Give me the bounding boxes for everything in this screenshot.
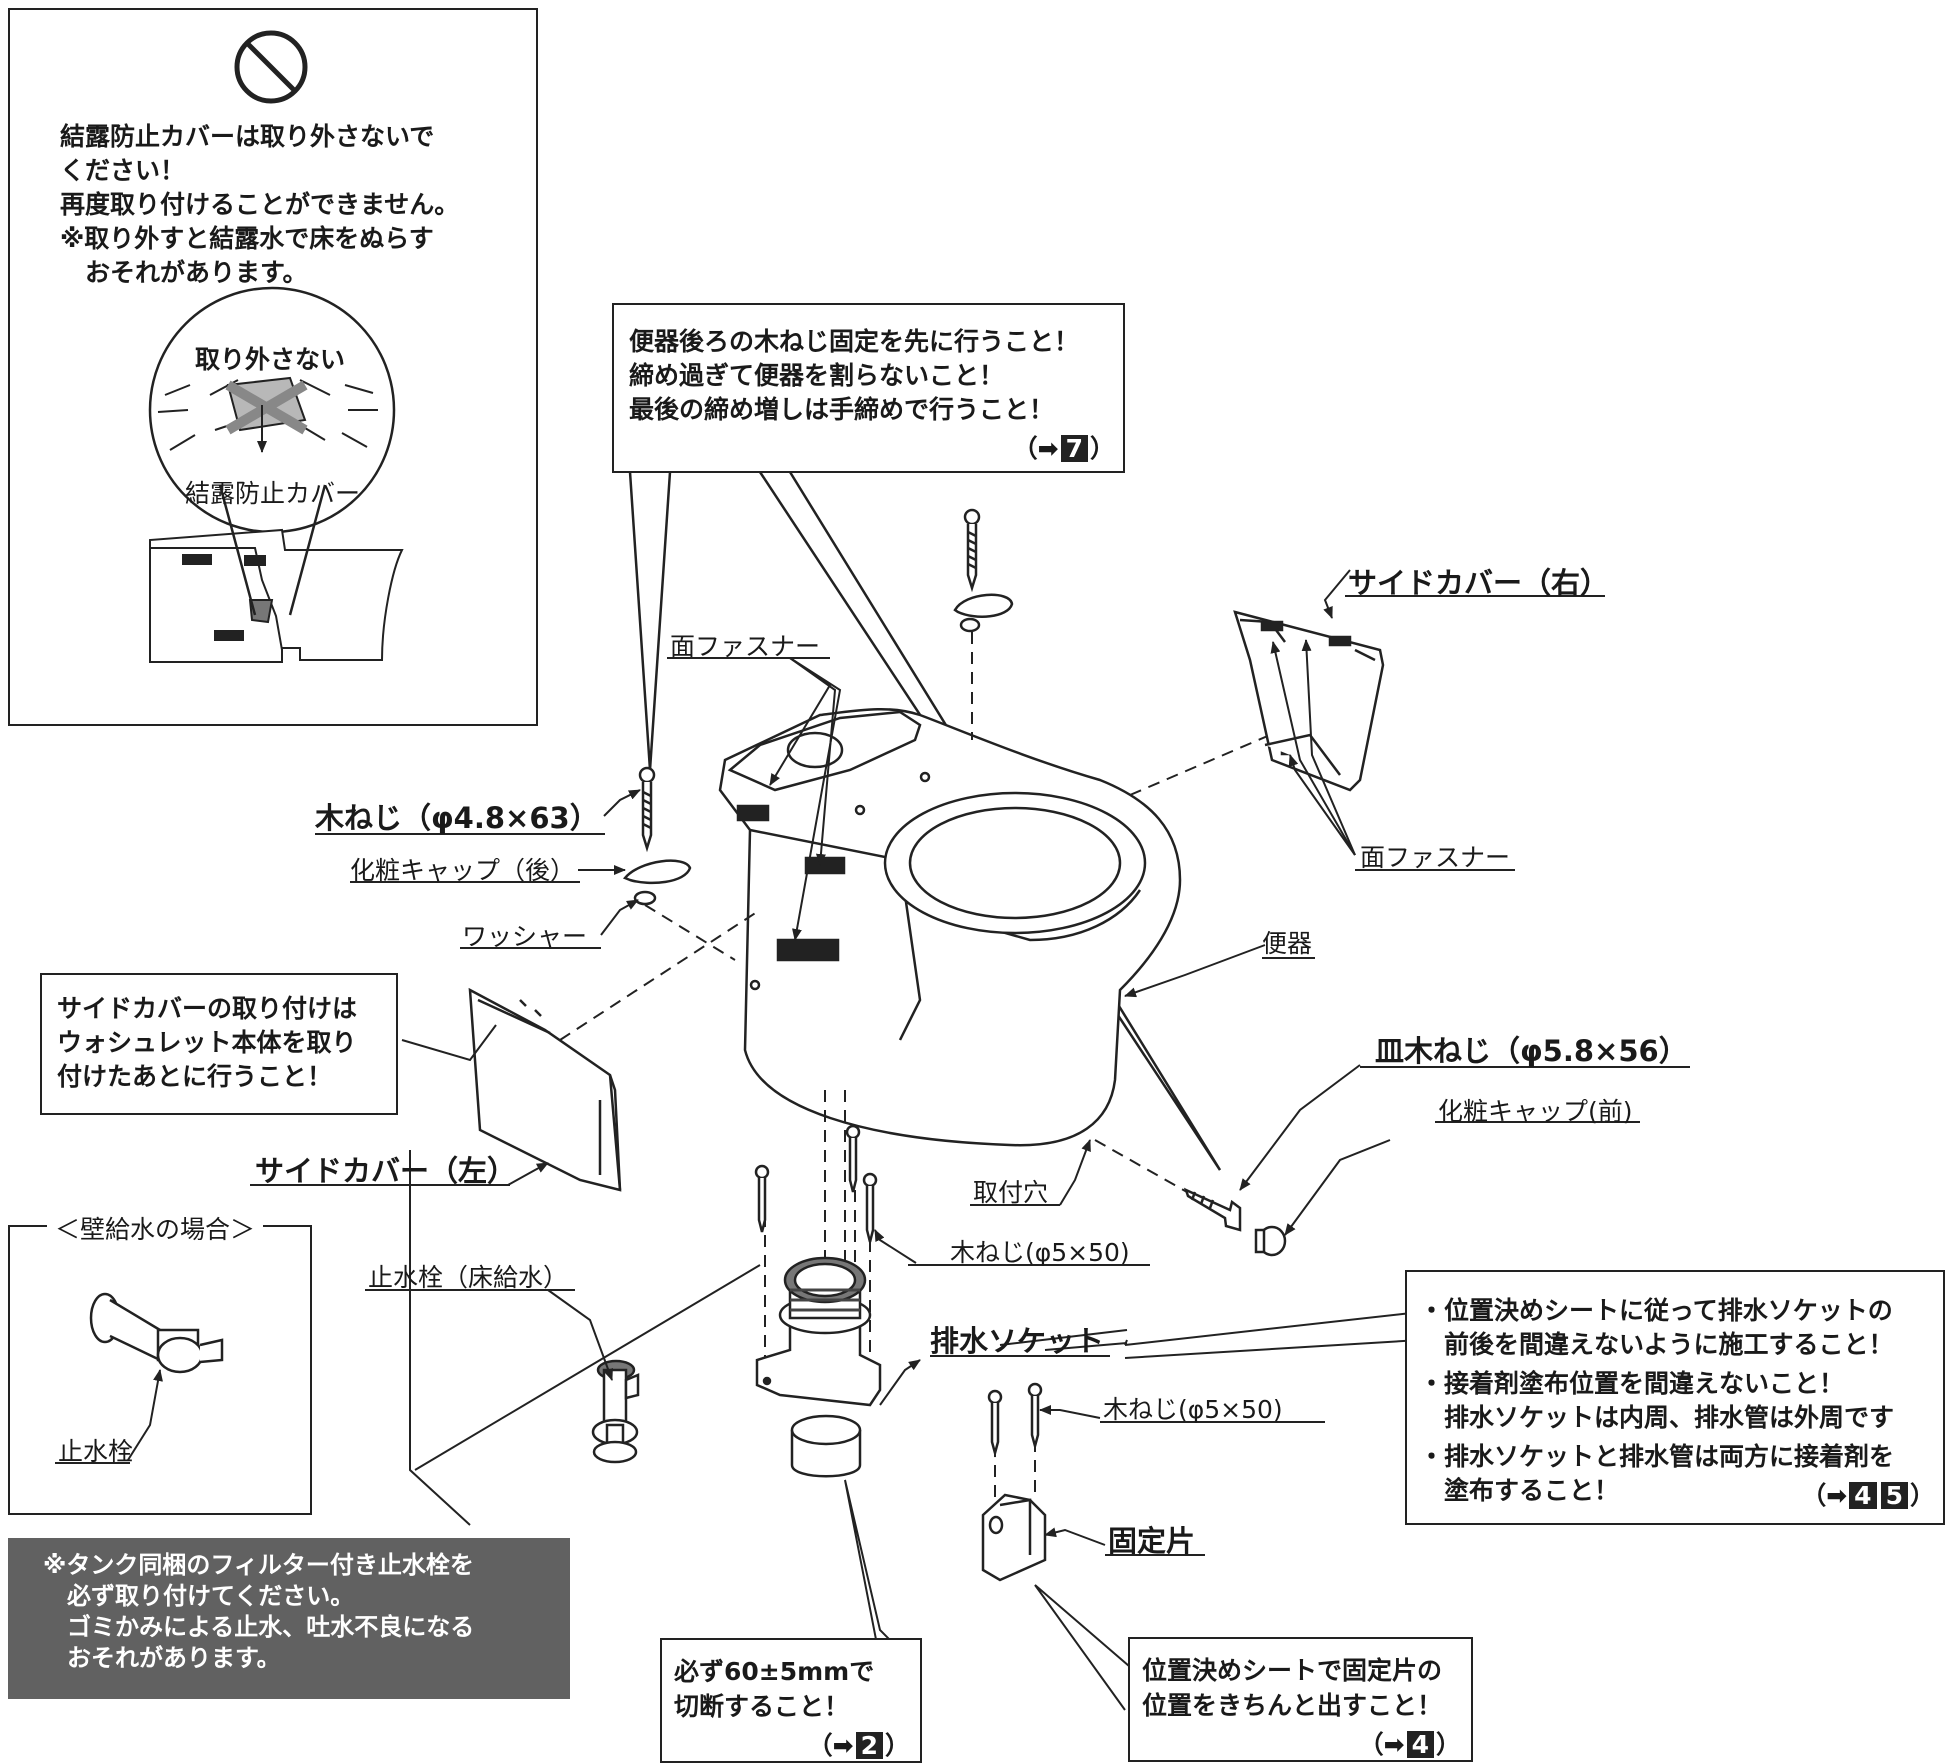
screw-note-box: 便器後ろの木ねじ固定を先に行うこと！ 締め過ぎて便器を割らないこと！ 最後の締め… xyxy=(612,303,1125,473)
filter-note-line-2: 必ず取り付けてください。 xyxy=(43,1582,355,1610)
cut-note-ref: （➡2） xyxy=(807,1731,910,1760)
rear-screw-assembly xyxy=(622,766,692,906)
top-screw-assembly xyxy=(953,508,1014,633)
drain-note-line-4: 排水ソケットは内周、排水管は外周です xyxy=(1419,1403,1895,1432)
drain-note-line-5: ・排水ソケットと排水管は両方に接着剤を xyxy=(1419,1442,1895,1471)
wood-screw-block-label: 木ねじ(φ5×50) xyxy=(1103,1395,1283,1424)
step-4-badge: 4 xyxy=(1406,1731,1434,1758)
side-cover-note-line-2: ウォシュレット本体を取り xyxy=(57,1028,357,1057)
arrow-icon: ➡ xyxy=(1037,434,1059,463)
side-cover-note-line-1: サイドカバーの取り付けは xyxy=(57,994,358,1023)
filter-note-line-1: ※タンク同梱のフィルター付き止水栓を xyxy=(43,1551,474,1579)
socket-screws xyxy=(754,1124,878,1243)
cut-note-line-1: 必ず60±5mmで xyxy=(674,1657,875,1686)
side-cover-left-label: サイドカバー（左） xyxy=(255,1154,517,1188)
pan-screw xyxy=(1183,1187,1242,1232)
callout-tails xyxy=(401,1024,1421,1711)
wall-supply-title: ＜壁給水の場合＞ xyxy=(47,1210,264,1246)
stop-valve-floor-label: 止水栓（床給水） xyxy=(368,1263,569,1292)
warning-line-4: ※取り外すと結露水で床をぬらす xyxy=(60,224,434,253)
drain-note-line-2: 前後を間違えないように施工すること！ xyxy=(1419,1330,1894,1359)
step-4-badge: 4 xyxy=(1849,1482,1877,1509)
fixing-block-label: 固定片 xyxy=(1108,1524,1196,1558)
wall-supply-box xyxy=(8,1225,312,1515)
warning-line-3: 再度取り付けることができません。 xyxy=(60,190,460,219)
drain-note-box: ・位置決めシートに従って排水ソケットの 前後を間違えないように施工すること！ ・… xyxy=(1405,1270,1945,1525)
arrow-icon: ➡ xyxy=(1826,1481,1848,1510)
toilet-bowl xyxy=(718,708,1182,1147)
warning-line-2: ください！ xyxy=(60,156,186,185)
filter-note-line-4: おそれがあります。 xyxy=(43,1644,281,1672)
warning-line-5: おそれがあります。 xyxy=(60,258,308,287)
block-note-ref: （➡4） xyxy=(1358,1730,1461,1759)
block-note-box: 位置決めシートで固定片の 位置をきちんと出すこと！ （➡4） xyxy=(1128,1637,1473,1762)
block-screws xyxy=(987,1382,1043,1458)
step-5-badge: 5 xyxy=(1880,1482,1908,1509)
drain-note-line-1: ・位置決めシートに従って排水ソケットの xyxy=(1419,1296,1893,1325)
front-cap xyxy=(1254,1225,1287,1257)
block-note-line-2: 位置をきちんと出すこと！ xyxy=(1142,1691,1443,1720)
do-not-remove-label: 取り外さない xyxy=(195,345,346,374)
drain-note-line-3: ・接着剤塗布位置を間違えないこと！ xyxy=(1419,1369,1845,1398)
side-cover-note-box: サイドカバーの取り付けは ウォシュレット本体を取り 付けたあとに行うこと！ xyxy=(40,973,398,1115)
label-underlines xyxy=(55,595,1690,1556)
condensation-cover-label: 結露防止カバー xyxy=(185,479,361,508)
drain-pipe xyxy=(790,1414,862,1478)
fastener-top-label: 面ファスナー xyxy=(670,632,821,661)
wall-stop-valve xyxy=(89,1292,224,1374)
arrow-icon: ➡ xyxy=(1383,1730,1405,1759)
step-2-badge: 2 xyxy=(855,1732,883,1759)
filter-note-box: ※タンク同梱のフィルター付き止水栓を 必ず取り付けてください。 ゴミかみによる止… xyxy=(8,1538,570,1699)
cut-note-box: 必ず60±5mmで 切断すること！ （➡2） xyxy=(660,1638,922,1763)
leader-lines xyxy=(127,569,1391,1546)
pan-screw-label: 皿木ねじ（φ5.8×56） xyxy=(1375,1034,1688,1068)
screw-note-line-3: 最後の締め増しは手締めで行うこと！ xyxy=(629,395,1055,424)
side-cover-note-line-3: 付けたあとに行うこと！ xyxy=(57,1062,333,1091)
block-note-line-1: 位置決めシートで固定片の xyxy=(1142,1656,1443,1685)
drain-note-line-6: 塗布すること！ xyxy=(1419,1476,1620,1505)
wood-screw-socket-label: 木ねじ(φ5×50) xyxy=(950,1238,1130,1267)
mount-hole-label: 取付穴 xyxy=(973,1178,1049,1207)
step-7-badge: 7 xyxy=(1060,435,1088,462)
arrow-icon: ➡ xyxy=(832,1731,854,1760)
screw-note-line-1: 便器後ろの木ねじ固定を先に行うこと！ xyxy=(629,327,1080,356)
cap-front-label: 化粧キャップ(前) xyxy=(1438,1097,1633,1126)
floor-stop-valve xyxy=(591,1359,640,1464)
drain-socket-label: 排水ソケット xyxy=(930,1324,1105,1358)
side-cover-left xyxy=(468,987,622,1192)
prohibition-icon xyxy=(234,30,308,104)
fixing-block xyxy=(981,1493,1047,1582)
washer-label: ワッシャー xyxy=(462,922,588,951)
condensation-cover-detail xyxy=(148,286,404,663)
cap-rear-label: 化粧キャップ（後） xyxy=(350,856,576,885)
side-cover-right-label: サイドカバー（右） xyxy=(1348,566,1610,600)
wall-valve-label: 止水栓 xyxy=(58,1437,134,1466)
warning-line-1: 結露防止カバーは取り外さないで xyxy=(60,122,435,151)
drain-socket xyxy=(755,1256,882,1407)
screw-note-line-2: 締め過ぎて便器を割らないこと！ xyxy=(629,361,1005,390)
floor-corner xyxy=(409,1150,761,1526)
wood-screw-rear-label: 木ねじ（φ4.8×63） xyxy=(315,801,599,835)
screw-note-ref: （➡7） xyxy=(1012,434,1115,463)
warning-box: 結露防止カバーは取り外さないで ください！ 再度取り付けることができません。 ※… xyxy=(8,8,538,726)
cut-note-line-2: 切断すること！ xyxy=(674,1692,850,1721)
filter-note-line-3: ゴミかみによる止水、吐水不良になる xyxy=(43,1613,475,1641)
toilet-label: 便器 xyxy=(1262,929,1313,958)
fastener-right-label: 面ファスナー xyxy=(1360,843,1511,872)
